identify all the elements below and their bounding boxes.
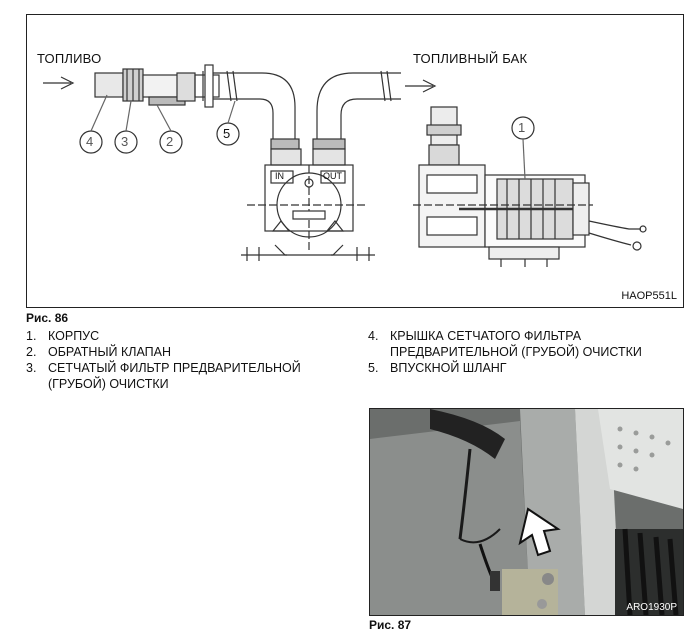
- legend-text: КРЫШКА СЕТЧАТОГО ФИЛЬТРА ПРЕДВАРИТЕЛЬНОЙ…: [390, 329, 642, 359]
- legend-item-3: 3. СЕТЧАТЫЙ ФИЛЬТР ПРЕДВАРИТЕЛЬНОЙ (ГРУБ…: [26, 360, 346, 392]
- callout-circles: [79, 94, 535, 180]
- fuel-pump-diagram: [43, 64, 647, 267]
- legend-item-5: 5. ВПУСКНОЙ ШЛАНГ: [368, 360, 684, 376]
- figure-87-caption: Рис. 87: [369, 618, 412, 632]
- legend-text: ВПУСКНОЙ ШЛАНГ: [390, 361, 507, 375]
- legend-number: 5.: [368, 361, 379, 375]
- legend-number: 2.: [26, 345, 37, 359]
- legend-left: 1. КОРПУС 2. ОБРАТНЫЙ КЛАПАН 3. СЕТЧАТЫЙ…: [26, 328, 346, 392]
- figure-87-photo: ARO1930P: [369, 408, 684, 616]
- outlet-hose: [316, 70, 401, 147]
- figure-86-drawing: ТОПЛИВО ТОПЛИВНЫЙ БАК 4 3 2 5 1 IN OUT H…: [26, 14, 684, 308]
- legend-text: СЕТЧАТЫЙ ФИЛЬТР ПРЕДВАРИТЕЛЬНОЙ (ГРУБОЙ)…: [48, 361, 301, 391]
- port-in-label: IN: [275, 171, 284, 181]
- port-out-label: OUT: [323, 171, 342, 181]
- pump-body-front: [241, 148, 375, 261]
- pointer-arrow-icon: [518, 507, 561, 557]
- legend-number: 4.: [368, 329, 379, 343]
- callout-5: 5: [223, 126, 231, 141]
- legend-item-2: 2. ОБРАТНЫЙ КЛАПАН: [26, 344, 346, 360]
- legend-item-1: 1. КОРПУС: [26, 328, 346, 344]
- figure-86-caption: Рис. 86: [26, 311, 69, 325]
- filter-assembly: [94, 64, 220, 108]
- callout-2: 2: [166, 134, 174, 149]
- legend-number: 1.: [26, 329, 37, 343]
- callout-3: 3: [121, 134, 129, 149]
- legend-text: ОБРАТНЫЙ КЛАПАН: [48, 345, 172, 359]
- figure-87-code: ARO1930P: [626, 602, 677, 613]
- legend-text: КОРПУС: [48, 329, 100, 343]
- inlet-hose: [213, 70, 296, 147]
- callout-4: 4: [86, 134, 94, 149]
- figure-86-code: HAOP551L: [621, 290, 677, 302]
- tank-outlet-arrow: [405, 79, 437, 93]
- photo-illustration: [370, 409, 683, 615]
- legend-number: 3.: [26, 361, 37, 375]
- label-fuel: ТОПЛИВО: [37, 51, 102, 66]
- hose-clamp-left: [270, 138, 300, 150]
- legend-right: 4. КРЫШКА СЕТЧАТОГО ФИЛЬТРА ПРЕДВАРИТЕЛЬ…: [368, 328, 684, 376]
- label-fuel-tank: ТОПЛИВНЫЙ БАК: [413, 51, 528, 66]
- fuel-inlet-arrow: [43, 76, 75, 90]
- legend-item-4: 4. КРЫШКА СЕТЧАТОГО ФИЛЬТРА ПРЕДВАРИТЕЛЬ…: [368, 328, 684, 360]
- callout-1: 1: [518, 120, 526, 135]
- pump-body-side: [413, 106, 647, 267]
- hose-clamp-right: [312, 138, 346, 150]
